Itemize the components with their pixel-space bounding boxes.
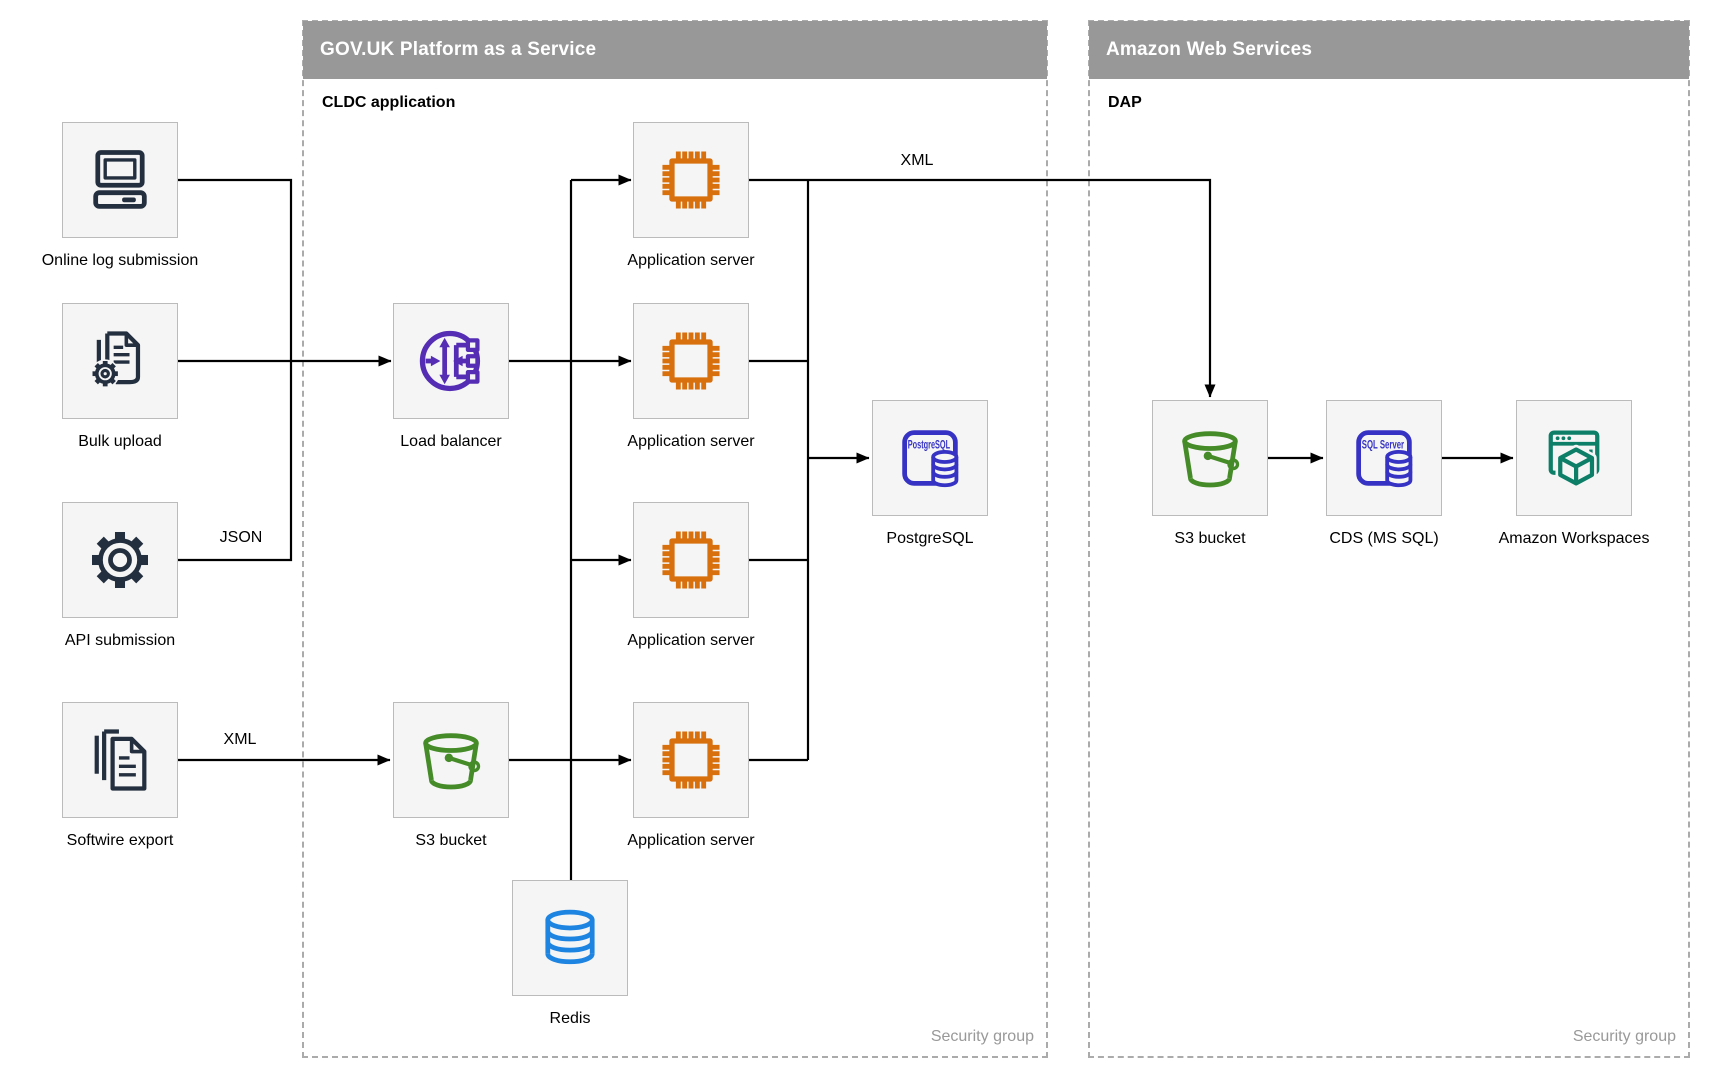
node-bulk-upload	[62, 303, 178, 419]
node-label-s3-bucket-aws: S3 bucket	[1174, 530, 1246, 547]
node-label-app-server-2: Application server	[627, 433, 755, 450]
chip-icon	[662, 332, 720, 390]
node-label-app-server-1: Application server	[627, 252, 755, 269]
computer-icon	[93, 150, 147, 209]
edge-online-log-to-junction	[178, 178, 293, 361]
edge-label-json-label: JSON	[216, 529, 266, 547]
node-amazon-workspaces	[1516, 400, 1632, 516]
database-icon: PostgreSQL	[902, 430, 959, 488]
amazon-workspaces-icon	[1548, 430, 1600, 489]
container-aws-footer: Security group	[1572, 1028, 1676, 1045]
node-cds: SQL Server	[1326, 400, 1442, 516]
node-app-server-3	[633, 502, 749, 618]
node-label-bulk-upload: Bulk upload	[78, 433, 162, 450]
container-aws-title: Amazon Web Services	[1106, 39, 1313, 60]
document-stack-icon	[94, 729, 147, 791]
document-gear-icon	[90, 331, 141, 388]
node-label-postgresql: PostgreSQL	[886, 530, 974, 547]
node-app-server-1	[633, 122, 749, 238]
node-label-app-server-3: Application server	[627, 632, 755, 649]
node-label-cds: CDS (MS SQL)	[1329, 530, 1439, 547]
edge-label-xml-bottom: XML	[220, 731, 260, 749]
container-govuk-header: GOV.UK Platform as a Service	[303, 21, 1047, 79]
container-aws: Amazon Web Services DAP Security group	[1088, 20, 1690, 1058]
node-label-s3-bucket-paas: S3 bucket	[415, 832, 487, 849]
load-balancer-icon	[419, 330, 481, 392]
gear-icon	[91, 531, 149, 589]
node-app-server-4	[633, 702, 749, 818]
container-govuk-title: GOV.UK Platform as a Service	[320, 39, 597, 60]
redis-database-icon	[545, 909, 595, 965]
node-label-app-server-4: Application server	[627, 832, 755, 849]
svg-text:PostgreSQL: PostgreSQL	[908, 438, 950, 451]
container-aws-header: Amazon Web Services	[1089, 21, 1689, 79]
node-app-server-2	[633, 303, 749, 419]
s3-bucket-icon	[1182, 431, 1240, 488]
chip-icon	[662, 731, 720, 789]
s3-bucket-icon	[423, 733, 481, 790]
node-label-load-balancer: Load balancer	[400, 433, 502, 450]
container-aws-sublabel: DAP	[1108, 94, 1142, 111]
node-label-api-submission: API submission	[64, 632, 176, 649]
node-s3-bucket-aws	[1152, 400, 1268, 516]
container-govuk-sublabel: CLDC application	[322, 94, 456, 111]
chip-icon	[662, 531, 720, 589]
node-s3-bucket-paas	[393, 702, 509, 818]
node-label-redis: Redis	[549, 1010, 591, 1027]
node-api-submission	[62, 502, 178, 618]
container-govuk-paas: GOV.UK Platform as a Service CLDC applic…	[302, 20, 1048, 1058]
node-load-balancer	[393, 303, 509, 419]
node-softwire-export	[62, 702, 178, 818]
edge-label-xml-top: XML	[897, 152, 937, 170]
svg-text:SQL Server: SQL Server	[1362, 438, 1405, 451]
database-icon: SQL Server	[1356, 430, 1413, 488]
chip-icon	[662, 151, 720, 209]
node-label-online-log-submission: Online log submission	[41, 252, 199, 269]
node-postgresql: PostgreSQL	[872, 400, 988, 516]
container-govuk-footer: Security group	[930, 1028, 1034, 1045]
node-redis	[512, 880, 628, 996]
node-label-softwire-export: Softwire export	[66, 832, 174, 849]
node-label-amazon-workspaces: Amazon Workspaces	[1498, 530, 1650, 547]
node-online-log-submission	[62, 122, 178, 238]
